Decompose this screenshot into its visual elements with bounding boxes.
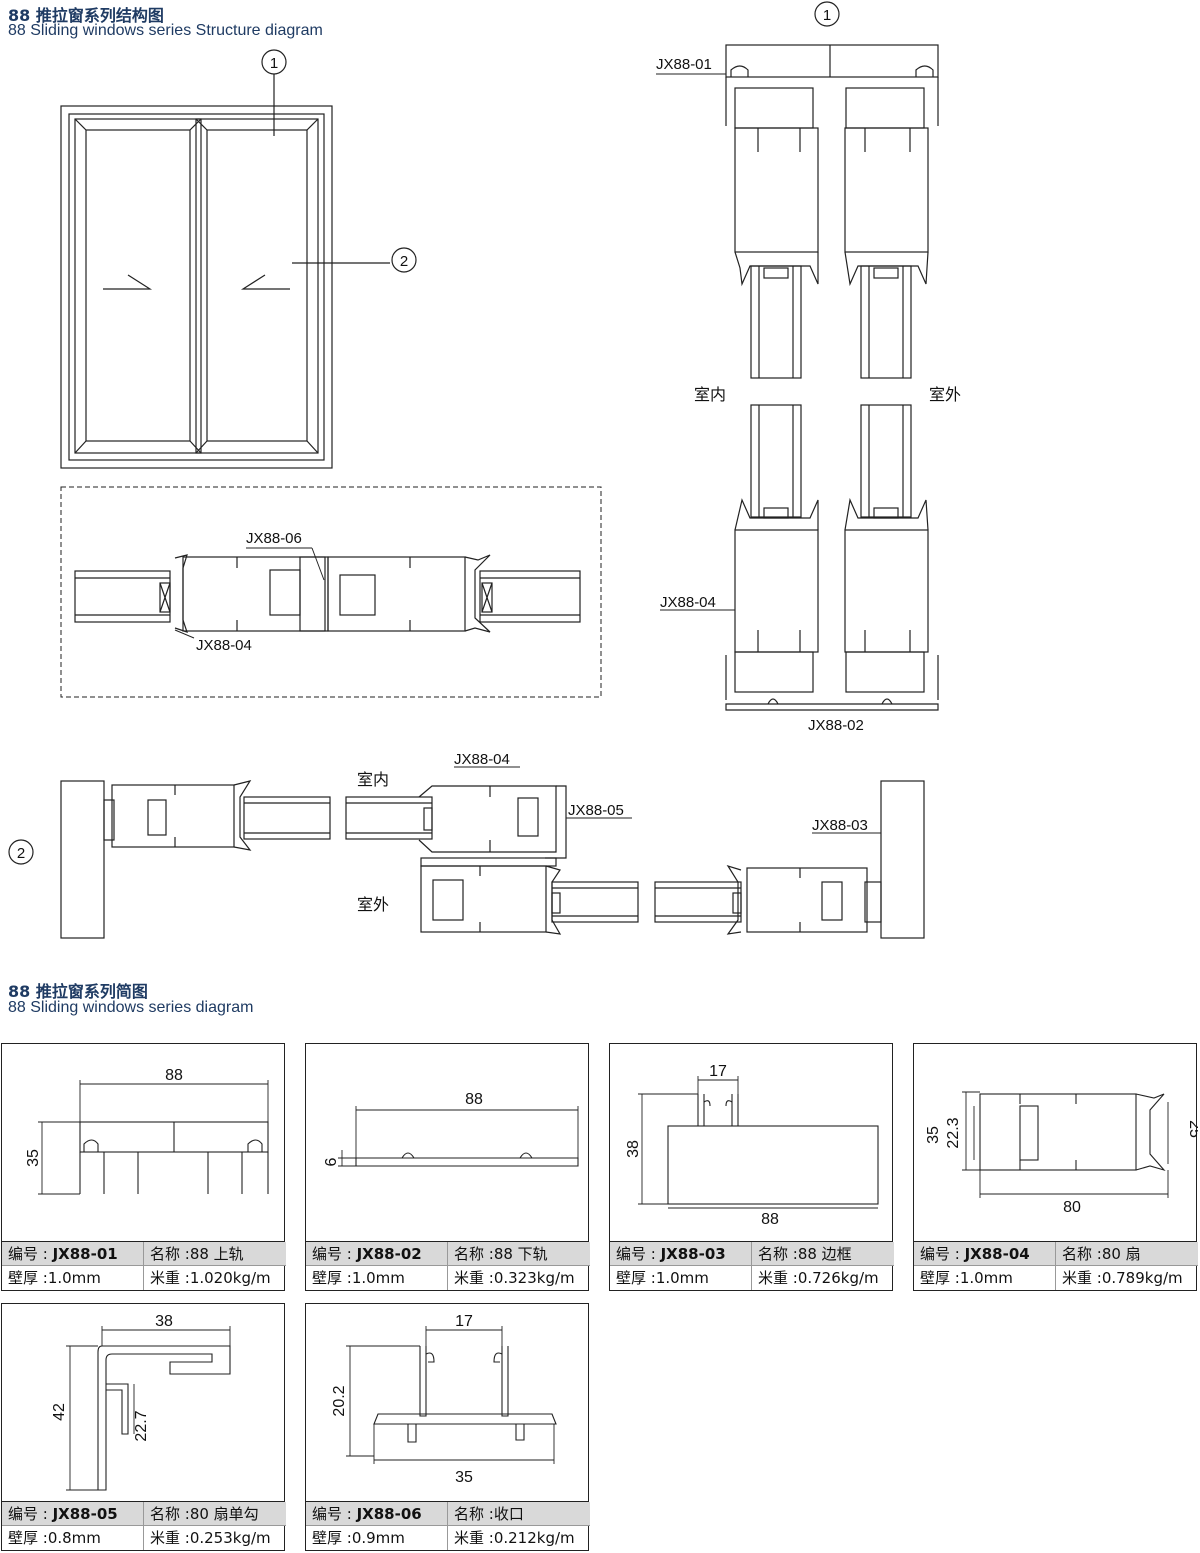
label-indoor-section: 室内 [694, 385, 726, 404]
label-jx88-04-detail: JX88-04 [196, 637, 252, 654]
profile-drawing-jx88-03: 17 38 88 [625, 1063, 879, 1228]
dim-height: 35 [925, 1126, 942, 1144]
dim-height: 20.2 [331, 1385, 348, 1416]
horizontal-section: 2 [8, 766, 925, 939]
interlock-detail-box [60, 486, 602, 698]
part-code: JX88-04 [964, 1245, 1030, 1263]
wall-thickness: 1.0mm [351, 1269, 405, 1287]
label-jx88-03: JX88-03 [812, 817, 868, 834]
profile-drawing-jx88-06: 17 20.2 35 [331, 1313, 557, 1486]
spec-table: 编号 : JX88-06 名称 :收口 壁厚 :0.9mm 米重 :0.212k… [306, 1501, 590, 1550]
interlock-section [74, 547, 581, 639]
wall-thickness: 1.0mm [655, 1269, 709, 1287]
section1-title-cn: 88 推拉窗系列结构图 [8, 6, 164, 25]
part-name: 88 下轨 [493, 1245, 548, 1263]
part-name: 88 上轨 [189, 1245, 244, 1263]
wall-thickness: 0.8mm [47, 1529, 101, 1547]
profile-drawing-jx88-04: 35 22.3 25 80 [925, 1091, 1198, 1216]
spec-table: 编号 : JX88-02 名称 :88 下轨 壁厚 :1.0mm 米重 :0.3… [306, 1241, 590, 1290]
label-outdoor-section: 室外 [929, 385, 961, 404]
profile-card-jx88-01: 88 35 编号 : JX88-01 名称 :88 上轨 壁厚 :1.0mm 米… [1, 1043, 286, 1291]
label-outdoor-horizontal: 室外 [357, 895, 389, 914]
dim-width: 88 [165, 1067, 183, 1084]
section2-title-cn: 88 推拉窗系列简图 [8, 982, 148, 1001]
wall-thickness: 1.0mm [47, 1269, 101, 1287]
section2-title-en: 88 Sliding windows series diagram [8, 999, 254, 1016]
window-elevation [60, 74, 390, 469]
dim-inner-height: 22.3 [945, 1117, 962, 1148]
dim-height: 6 [323, 1157, 340, 1166]
label-jx88-04-horizontal: JX88-04 [454, 751, 510, 768]
meter-weight: 0.789kg/m [1101, 1269, 1183, 1287]
part-code: JX88-02 [356, 1245, 422, 1263]
dim-top-width: 17 [455, 1313, 473, 1330]
callout-1-elevation: 1 [261, 49, 287, 75]
wall-thickness: 1.0mm [959, 1269, 1013, 1287]
dim-height: 38 [625, 1140, 642, 1158]
profile-drawing-jx88-01: 88 35 [25, 1067, 269, 1195]
part-name: 收口 [493, 1505, 524, 1523]
part-name: 80 扇单勾 [189, 1505, 259, 1523]
dim-height: 42 [51, 1403, 68, 1421]
part-code: JX88-03 [660, 1245, 726, 1263]
profile-card-jx88-05: 38 42 22.7 编号 : JX88-05 名称 :80 扇单勾 壁厚 :0… [1, 1303, 286, 1551]
callout-2-text: 2 [400, 253, 408, 270]
meter-weight: 1.020kg/m [189, 1269, 271, 1287]
label-indoor-horizontal: 室内 [357, 770, 389, 789]
label-jx88-04-section: JX88-04 [660, 594, 716, 611]
callout-2-section-text: 2 [17, 845, 25, 862]
callout-1-text: 1 [270, 55, 278, 72]
meter-weight: 0.323kg/m [493, 1269, 575, 1287]
profile-drawing-jx88-02: 88 6 [323, 1091, 579, 1167]
dim-width: 38 [155, 1313, 173, 1330]
dim-width: 88 [761, 1211, 779, 1228]
part-code: JX88-06 [356, 1505, 422, 1523]
callout-2-elevation: 2 [391, 247, 417, 273]
dim-width: 80 [1063, 1199, 1081, 1216]
meter-weight: 0.212kg/m [493, 1529, 575, 1547]
label-jx88-02: JX88-02 [808, 717, 864, 734]
label-jx88-05: JX88-05 [568, 802, 624, 819]
profile-card-jx88-04: 35 22.3 25 80 编号 : JX88-04 名称 :80 扇 壁厚 :… [913, 1043, 1198, 1291]
structure-diagram: 1 2 JX88-06 JX88-04 1 [8, 1, 961, 939]
dim-top-width: 17 [709, 1063, 727, 1080]
profile-card-jx88-06: 17 20.2 35 编号 : JX88-06 名称 :收口 壁厚 :0.9mm… [305, 1303, 590, 1551]
wall-thickness: 0.9mm [351, 1529, 405, 1547]
callout-1-section-text: 1 [823, 7, 831, 24]
dim-inner-height: 22.7 [133, 1410, 150, 1441]
profile-card-jx88-03: 17 38 88 编号 : JX88-03 名称 :88 边框 壁厚 :1.0m… [609, 1043, 894, 1291]
dim-right-height: 25 [1186, 1120, 1198, 1138]
dim-width: 88 [465, 1091, 483, 1108]
dim-height: 35 [25, 1149, 42, 1167]
meter-weight: 0.726kg/m [797, 1269, 879, 1287]
dim-width: 35 [455, 1469, 473, 1486]
profile-card-jx88-02: 88 6 编号 : JX88-02 名称 :88 下轨 壁厚 :1.0mm 米重… [305, 1043, 590, 1291]
label-jx88-06-detail: JX88-06 [246, 530, 302, 547]
spec-table: 编号 : JX88-05 名称 :80 扇单勾 壁厚 :0.8mm 米重 :0.… [2, 1501, 286, 1550]
part-name: 80 扇 [1101, 1245, 1141, 1263]
spec-table: 编号 : JX88-01 名称 :88 上轨 壁厚 :1.0mm 米重 :1.0… [2, 1241, 286, 1290]
profile-drawing-jx88-05: 38 42 22.7 [51, 1313, 231, 1491]
part-name: 88 边框 [797, 1245, 852, 1263]
meter-weight: 0.253kg/m [189, 1529, 271, 1547]
label-jx88-01: JX88-01 [656, 56, 712, 73]
vertical-section: 1 [656, 1, 939, 711]
part-code: JX88-05 [52, 1505, 118, 1523]
spec-table: 编号 : JX88-03 名称 :88 边框 壁厚 :1.0mm 米重 :0.7… [610, 1241, 894, 1290]
section1-title-en: 88 Sliding windows series Structure diag… [8, 22, 323, 39]
spec-table: 编号 : JX88-04 名称 :80 扇 壁厚 :1.0mm 米重 :0.78… [914, 1241, 1198, 1290]
part-code: JX88-01 [52, 1245, 118, 1263]
